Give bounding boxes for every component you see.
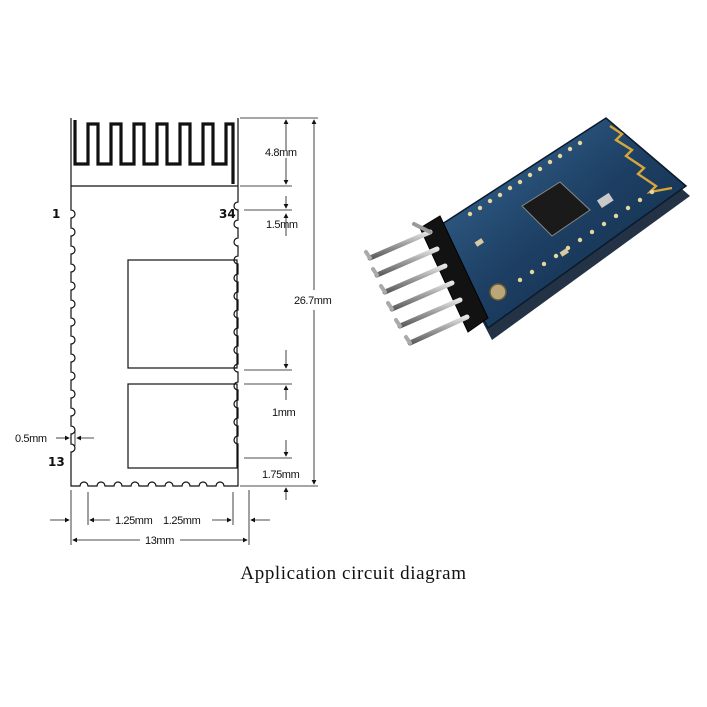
shield-can-lower xyxy=(127,383,238,469)
pcb-chip xyxy=(521,181,591,237)
antenna-trace xyxy=(73,120,235,184)
module-drawing: 1 34 13 4.8mm 1.5mm 26.7mm xyxy=(15,117,332,547)
shield-can-upper xyxy=(127,259,238,369)
header-pins xyxy=(364,222,470,346)
dim-first-pad-offset: 1.5mm xyxy=(266,219,298,231)
pin-label-13: 13 xyxy=(48,455,65,469)
dim-pad-depth: 0.5mm xyxy=(15,433,47,445)
pin-label-34: 34 xyxy=(219,207,236,221)
module-photo xyxy=(364,117,690,346)
extension-lines xyxy=(70,117,318,545)
figure-caption: Application circuit diagram xyxy=(240,563,467,584)
dim-antenna-height: 4.8mm xyxy=(265,147,297,159)
dim-pad-pitch-left: 1.25mm xyxy=(115,515,153,527)
pcb-button xyxy=(489,283,507,301)
pin-label-1: 1 xyxy=(52,207,60,221)
dim-pad-pitch-right: 1.25mm xyxy=(163,515,201,527)
dim-total-length: 26.7mm xyxy=(294,295,332,307)
dim-total-width: 13mm xyxy=(145,535,174,547)
dim-bottom-offset: 1.75mm xyxy=(262,469,300,481)
pcb-pads xyxy=(467,140,655,283)
dim-shield-gap: 1mm xyxy=(272,407,295,419)
pcb-antenna xyxy=(609,125,673,194)
module-outline xyxy=(70,118,239,487)
pin-header xyxy=(419,215,489,333)
